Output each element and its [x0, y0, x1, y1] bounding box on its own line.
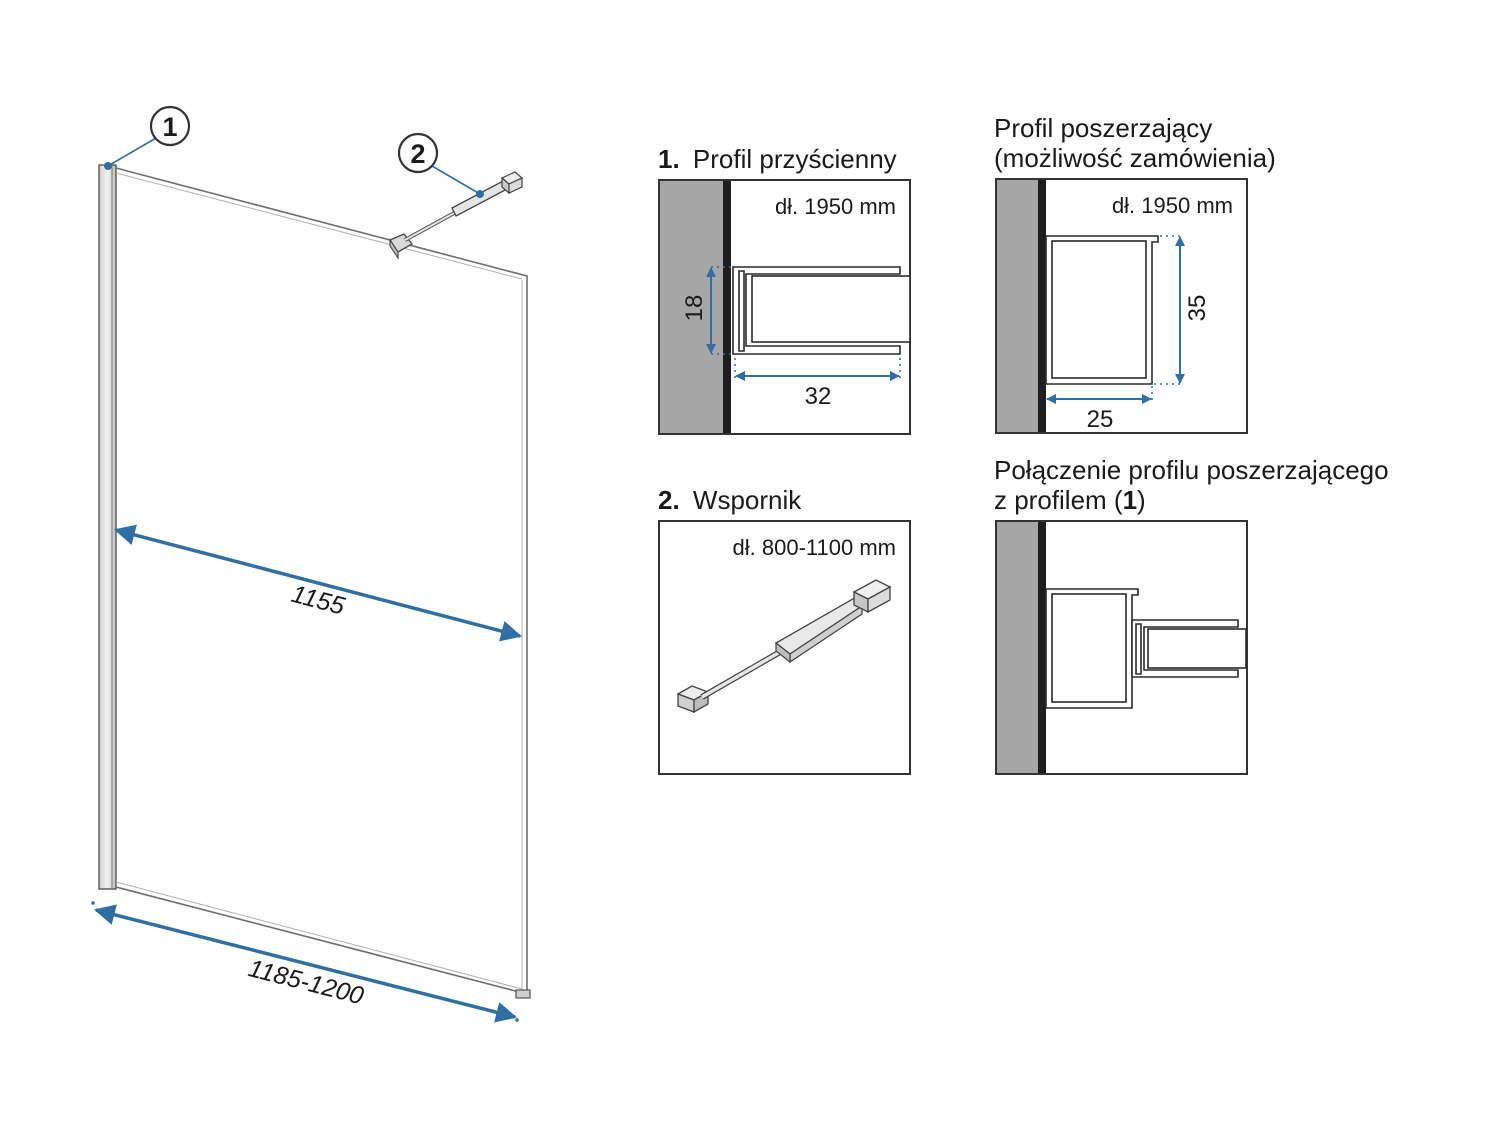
callout-2: 2 [397, 132, 484, 198]
panel-connection-title-2-num: 1 [1123, 485, 1137, 515]
panel-wall-profile-length: dł. 1950 mm [775, 194, 896, 219]
glass-panel [115, 167, 528, 996]
panel-extension-profile-title-1: Profil poszerzający [994, 113, 1212, 143]
panel-connection: Połączenie profilu poszerzającego z prof… [994, 455, 1389, 775]
panel-bracket: 2. Wspornik dł. 800-1100 mm [658, 485, 911, 775]
main-screen-drawing: 1 2 1155 1185-1200 [91, 105, 531, 1023]
callout-2-number: 2 [410, 139, 425, 169]
panel-wall-profile-depth: 32 [805, 383, 832, 410]
panel-bracket-title: 2. Wspornik [658, 485, 802, 515]
dimension-total-width: 1185-1200 [91, 901, 519, 1023]
dimension-glass-width-value: 1155 [288, 580, 347, 621]
wall-profile [98, 164, 117, 890]
panel-extension-profile: Profil poszerzający (możliwość zamówieni… [994, 113, 1276, 434]
panel-wall-profile-label: Profil przyścienny [693, 144, 897, 174]
callout-1: 1 [104, 105, 191, 170]
panel-bracket-number: 2. [658, 485, 680, 515]
panel-connection-title-2-suffix: ) [1137, 485, 1146, 515]
glass-foot [515, 989, 531, 999]
panel-bracket-length: dł. 800-1100 mm [733, 535, 896, 560]
callout-1-number: 1 [162, 112, 177, 142]
panel-wall-profile-height: 18 [681, 295, 708, 322]
panel-wall-profile: 1. Profil przyścienny dł. 1950 mm 18 32 [658, 144, 911, 435]
dimension-glass-width: 1155 [113, 524, 523, 642]
bracket-arm [389, 171, 524, 260]
panel-wall-profile-title: 1. Profil przyścienny [658, 144, 897, 174]
panel-extension-profile-width: 25 [1087, 406, 1114, 433]
panel-connection-title-2-prefix: z profilem ( [994, 485, 1123, 515]
panel-connection-title-2: z profilem (1) [994, 485, 1146, 515]
panel-extension-profile-length: dł. 1950 mm [1112, 193, 1233, 218]
panel-extension-profile-title-2: (możliwość zamówienia) [994, 143, 1276, 173]
bracket-illustration [676, 579, 892, 714]
panel-wall-profile-number: 1. [658, 144, 680, 174]
panel-extension-profile-height: 35 [1184, 295, 1211, 322]
panel-connection-title-1: Połączenie profilu poszerzającego [994, 455, 1389, 485]
panel-bracket-label: Wspornik [693, 485, 802, 515]
